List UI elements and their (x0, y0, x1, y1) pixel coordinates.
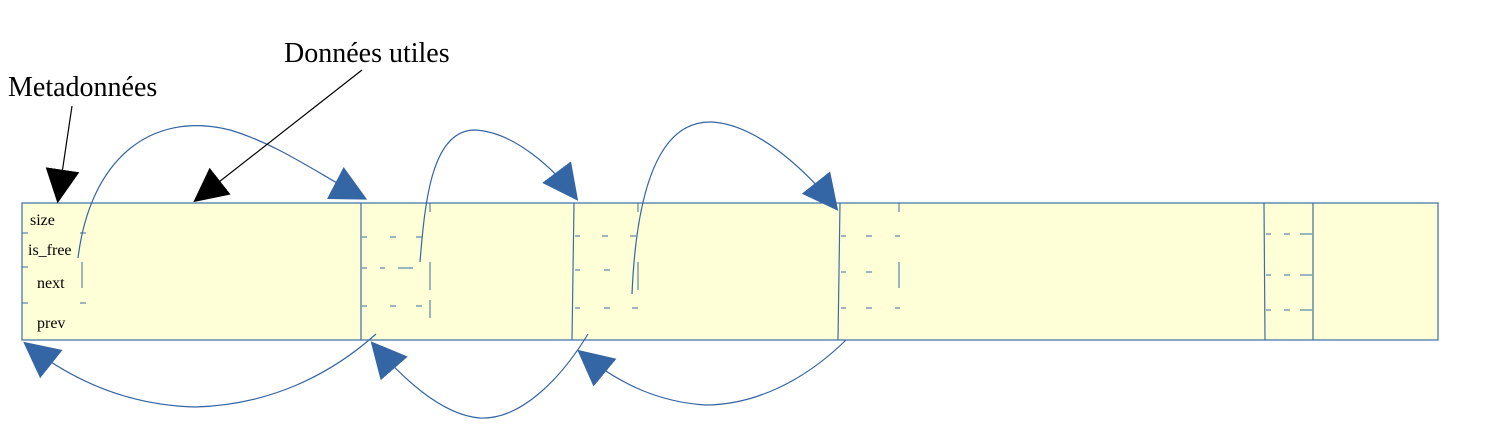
next-pointer-arrow-2 (419, 129, 579, 263)
useful-data-pointer-arrow (193, 69, 363, 203)
metadata-label: Metadonnées (8, 72, 157, 103)
metadata-dashes-block-4 (841, 203, 900, 309)
next-pointer-arrow-1 (77, 125, 368, 259)
prev-pointer-arrow-2 (370, 333, 589, 419)
field-prev-label: prev (37, 315, 65, 332)
metadata-pointer-arrow (45, 105, 80, 204)
prev-pointer-arrow-3 (577, 339, 847, 406)
memory-strip (21, 202, 1439, 341)
block-divider-2 (571, 202, 575, 341)
useful-data-label: Données utiles (284, 38, 450, 69)
block-divider-4 (1263, 202, 1266, 341)
prev-pointer-arrow-1 (23, 333, 377, 408)
field-size-label: size (30, 212, 55, 229)
metadata-dashes-block-5 (1266, 233, 1312, 311)
metadata-dashes-block-3 (575, 203, 639, 309)
field-next-label: next (37, 275, 65, 292)
block-divider-3 (837, 202, 841, 341)
metadata-dashes-block-1 (22, 232, 86, 304)
metadata-dashes-block-2 (362, 203, 431, 318)
field-is-free-label: is_free (28, 242, 72, 259)
next-pointer-arrow-3 (631, 121, 839, 295)
